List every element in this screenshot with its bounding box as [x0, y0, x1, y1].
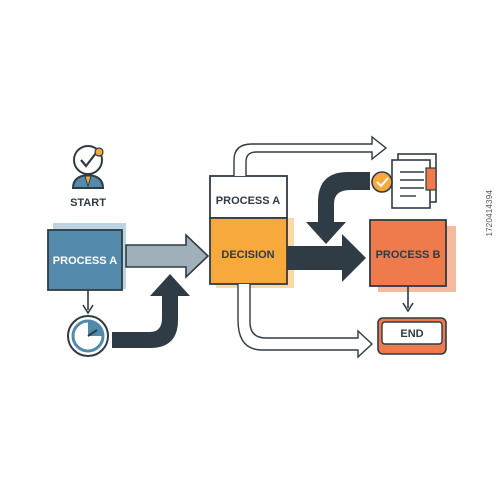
curved-arrow-documents-to-decision: [306, 172, 370, 244]
process-b-box: [369, 219, 447, 287]
end-label: END: [400, 328, 423, 340]
arrowhead-down-icon: [82, 304, 94, 315]
process-a-left-label: PROCESS A: [53, 255, 117, 267]
arrowhead-down-icon: [402, 302, 414, 313]
gauge-clock-icon: [67, 315, 109, 357]
start-label: START: [70, 197, 106, 209]
arrow-decision-to-end: [237, 284, 374, 359]
end-inner: [381, 321, 443, 345]
stock-id-text: 1720414394: [485, 190, 494, 237]
arrow-top-to-documents: [233, 135, 388, 176]
documents-check-icon: [371, 153, 437, 209]
decision-label: DECISION: [221, 249, 274, 261]
process-b-label: PROCESS B: [376, 249, 441, 261]
curved-arrow-gauge-to-decision: [112, 274, 190, 348]
process-a-left-box: [47, 229, 123, 291]
arrow-decision-to-process-b: [287, 234, 366, 282]
businessman-check-icon: [71, 145, 105, 189]
arrow-a-to-decision: [125, 233, 210, 279]
decision-box: [209, 217, 288, 285]
process-a-top-label: PROCESS A: [216, 195, 280, 207]
